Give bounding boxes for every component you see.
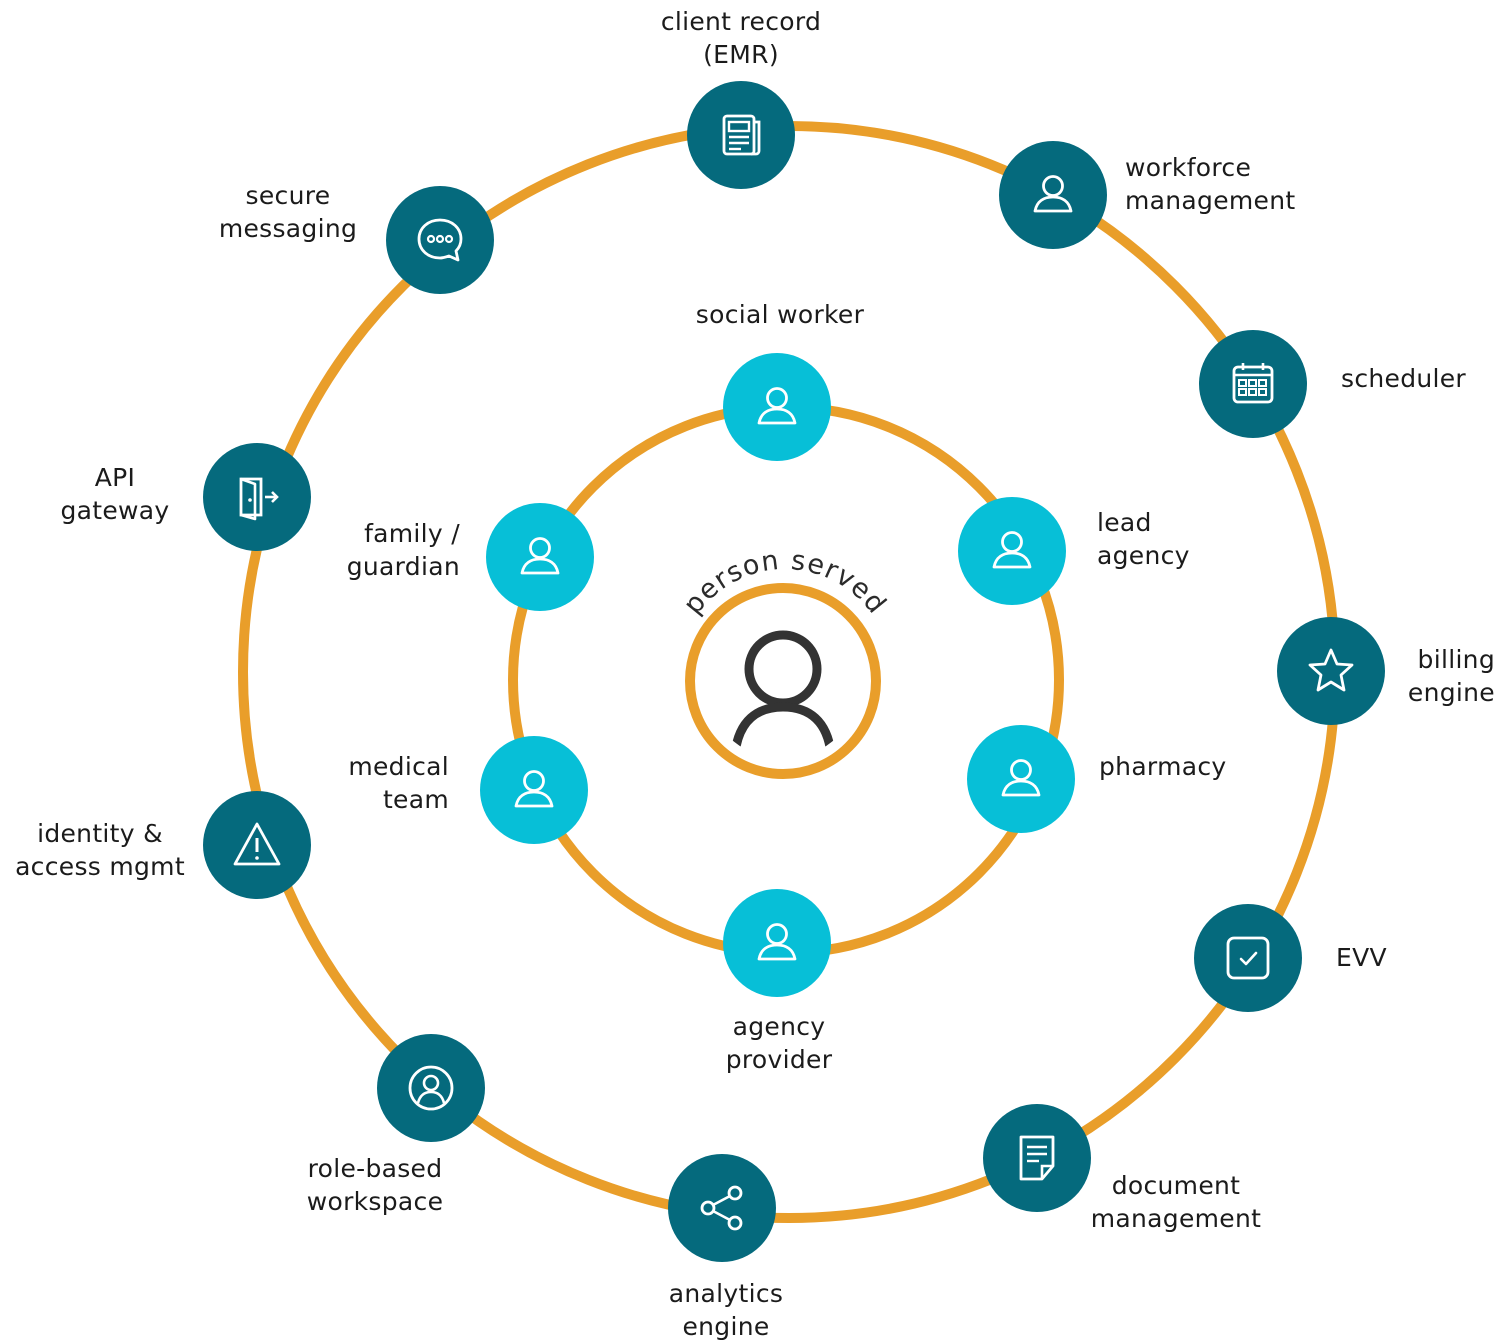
- lead-agency-node: [958, 497, 1066, 605]
- document-management-node: [983, 1104, 1091, 1212]
- person-icon: [991, 749, 1051, 809]
- workforce-management-node: [999, 141, 1107, 249]
- role-based-workspace-label: role-based workspace: [306, 1154, 444, 1216]
- document-icon: [711, 105, 771, 165]
- api-gateway-label: API gateway: [60, 463, 170, 525]
- billing-engine-label: billing engine: [1407, 645, 1495, 707]
- identity-access-node: [203, 791, 311, 899]
- pharmacy-label: pharmacy: [1099, 752, 1227, 781]
- person-served-label: person served: [678, 545, 893, 620]
- lead-agency-label: lead agency: [1097, 508, 1190, 570]
- evv-label: EVV: [1336, 943, 1387, 972]
- agency-provider-node: [723, 889, 831, 997]
- analytics-engine-node: [668, 1154, 776, 1262]
- share-icon: [692, 1178, 752, 1238]
- medical-team-node: [480, 736, 588, 844]
- warning-icon: [227, 815, 287, 875]
- api-gateway-node: [203, 443, 311, 551]
- person-icon: [747, 913, 807, 973]
- pharmacy-node: [967, 725, 1075, 833]
- identity-access-label: identity & access mgmt: [15, 819, 185, 881]
- secure-messaging-label: secure messaging: [218, 181, 358, 243]
- center-ring: [685, 583, 881, 779]
- billing-engine-node: [1277, 617, 1385, 725]
- scheduler-label: scheduler: [1341, 364, 1467, 393]
- door-exit-icon: [227, 467, 287, 527]
- chat-bubble-icon: [410, 210, 470, 270]
- person-icon: [747, 377, 807, 437]
- person-icon: [1023, 165, 1083, 225]
- user-circle-icon: [401, 1058, 461, 1118]
- analytics-engine-label: analytics engine: [668, 1279, 784, 1341]
- scheduler-node: [1199, 330, 1307, 438]
- role-based-workspace-node: [377, 1034, 485, 1142]
- evv-node: [1194, 904, 1302, 1012]
- person-served-icon: [705, 603, 861, 759]
- family-guardian-label: family / guardian: [346, 519, 460, 581]
- checkbox-icon: [1218, 928, 1278, 988]
- person-icon: [982, 521, 1042, 581]
- social-worker-node: [723, 353, 831, 461]
- workforce-management-label: workforce management: [1125, 153, 1296, 215]
- person-icon: [510, 527, 570, 587]
- calendar-icon: [1223, 354, 1283, 414]
- secure-messaging-node: [386, 186, 494, 294]
- client-record-label: client record (EMR): [660, 7, 822, 69]
- note-icon: [1007, 1128, 1067, 1188]
- medical-team-label: medical team: [348, 752, 449, 814]
- family-guardian-node: [486, 503, 594, 611]
- person-icon: [504, 760, 564, 820]
- document-management-label: document management: [1090, 1171, 1262, 1233]
- social-worker-label: social worker: [695, 300, 865, 329]
- client-record-node: [687, 81, 795, 189]
- star-icon: [1301, 641, 1361, 701]
- svg-text:person served: person served: [678, 545, 893, 620]
- agency-provider-label: agency provider: [725, 1012, 833, 1074]
